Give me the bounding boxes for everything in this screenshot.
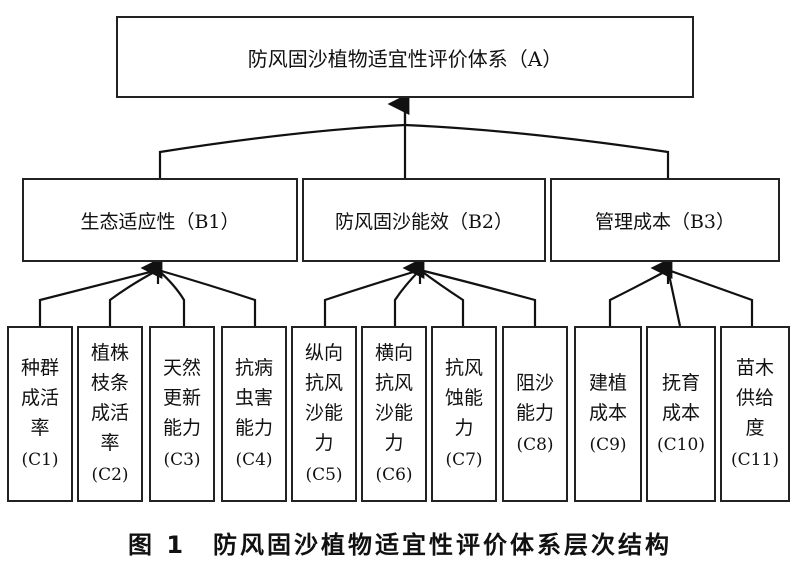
b1-connectors <box>38 257 257 326</box>
indicator-code: (C6) <box>375 465 413 485</box>
root-node: 防风固沙植物适宜性评价体系（A） <box>116 16 694 98</box>
link-b1-c4 <box>157 268 257 326</box>
link-b3-c11 <box>667 268 754 326</box>
b2-connectors <box>323 257 537 326</box>
indicator-c10: 抚育成本 (C10) <box>646 326 716 502</box>
criterion-b2: 防风固沙能效（B2） <box>302 178 546 262</box>
indicator-text: 天然更新能力 <box>163 357 202 439</box>
link-b2-c8 <box>419 268 537 326</box>
indicator-text: 植株枝条成活率 <box>91 342 130 454</box>
indicator-code: (C10) <box>657 435 705 455</box>
indicator-text: 抚育成本 <box>662 372 701 424</box>
indicator-text: 阻沙能力 <box>516 372 555 424</box>
indicator-c3: 天然更新能力 (C3) <box>149 326 215 502</box>
indicator-c2: 植株枝条成活率 (C2) <box>77 326 143 502</box>
indicator-text: 建植成本 <box>589 372 628 424</box>
indicator-c7: 抗风蚀能力 (C7) <box>431 326 497 502</box>
criterion-label: 管理成本（B3） <box>594 210 736 233</box>
indicator-code: (C11) <box>731 450 779 470</box>
indicator-code: (C4) <box>235 450 273 470</box>
root-connectors <box>158 93 670 178</box>
indicator-text: 抗病虫害能力 <box>235 357 274 439</box>
indicator-code: (C9) <box>589 435 627 455</box>
indicator-code: (C2) <box>91 465 129 485</box>
indicator-text: 抗风蚀能力 <box>445 357 484 439</box>
indicator-c11: 苗木供给度 (C11) <box>720 326 790 502</box>
link-b3-c10 <box>666 269 682 327</box>
indicator-code: (C3) <box>163 450 201 470</box>
indicator-code: (C5) <box>305 465 343 485</box>
link-b1-c1 <box>38 268 159 326</box>
indicator-text: 纵向抗风沙能力 <box>305 342 344 454</box>
link-b1-c2 <box>108 269 159 326</box>
criterion-label: 生态适应性（B1） <box>80 210 240 233</box>
indicator-text: 横向抗风沙能力 <box>375 342 414 454</box>
indicator-code: (C7) <box>445 450 483 470</box>
criterion-b1: 生态适应性（B1） <box>22 178 298 262</box>
b3-connectors <box>608 257 754 327</box>
connector-lines <box>38 93 754 327</box>
root-label: 防风固沙植物适宜性评价体系（A） <box>247 46 563 71</box>
link-a-b3 <box>404 123 670 178</box>
link-b1-c3 <box>157 269 186 326</box>
link-b3-c9 <box>608 269 669 326</box>
indicator-c5: 纵向抗风沙能力 (C5) <box>291 326 357 502</box>
indicator-c9: 建植成本 (C9) <box>574 326 642 502</box>
indicator-c8: 阻沙能力 (C8) <box>502 326 568 502</box>
indicator-c4: 抗病虫害能力 (C4) <box>221 326 287 502</box>
indicator-code: (C8) <box>516 435 554 455</box>
link-b2-c6 <box>393 269 421 326</box>
indicator-c1: 种群成活率 (C1) <box>7 326 73 502</box>
criterion-b3: 管理成本（B3） <box>550 178 780 262</box>
indicator-text: 种群成活率 <box>21 357 60 439</box>
indicator-code: (C1) <box>21 450 59 470</box>
indicator-c6: 横向抗风沙能力 (C6) <box>361 326 427 502</box>
link-a-b1 <box>158 98 407 178</box>
figure-caption: 图 1 防风固沙植物适宜性评价体系层次结构 <box>127 531 673 559</box>
indicator-text: 苗木供给度 <box>736 357 775 439</box>
link-b2-c5 <box>323 268 421 326</box>
criterion-label: 防风固沙能效（B2） <box>334 210 514 233</box>
